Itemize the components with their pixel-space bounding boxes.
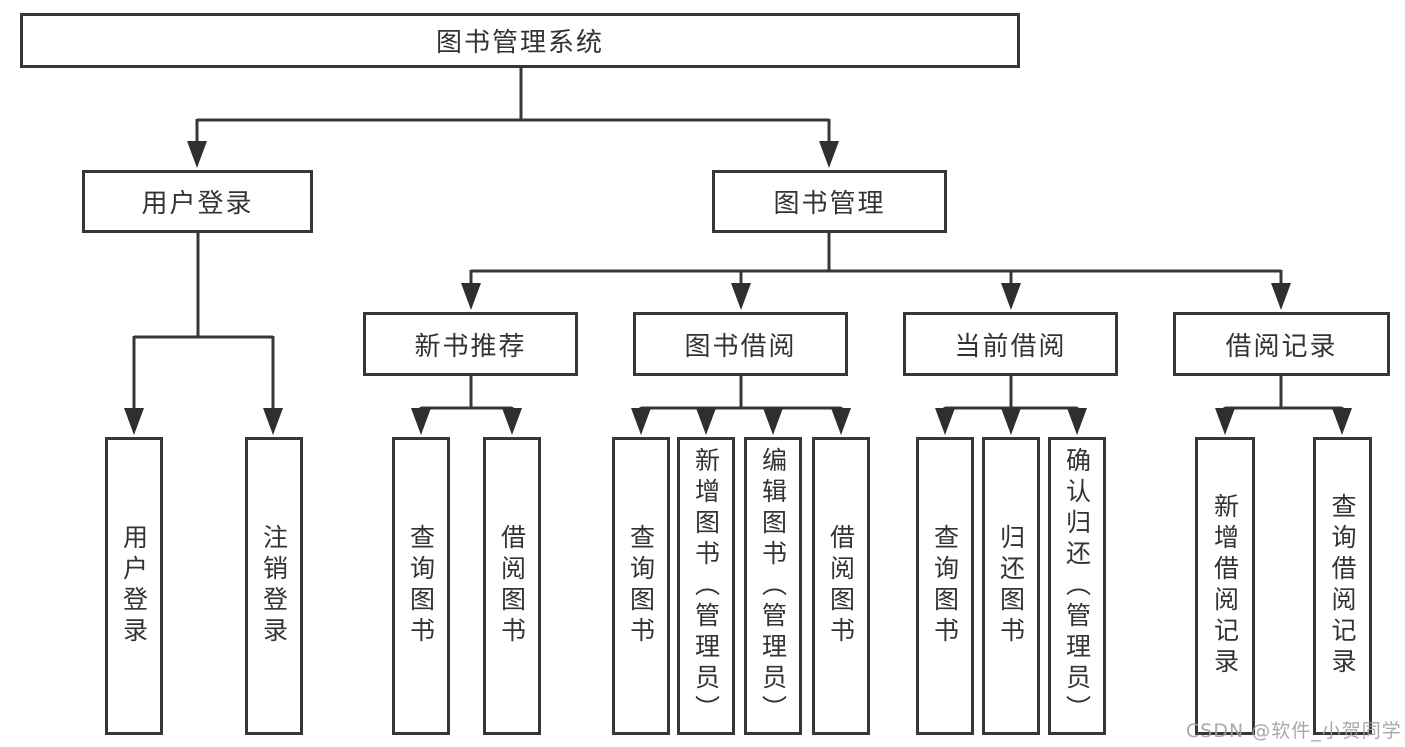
leaf-query-books-recommend: 查询图书 <box>392 437 450 735</box>
leaf-user-login: 用户登录 <box>105 437 163 735</box>
leaf-query-books-current: 查询图书 <box>916 437 974 735</box>
node-new-book-recommend-label: 新书推荐 <box>414 331 527 362</box>
leaf-edit-books-admin: 编辑图书（管理员） <box>744 437 802 735</box>
node-current-borrow: 当前借阅 <box>903 312 1118 376</box>
leaf-return-books: 归还图书 <box>982 437 1040 735</box>
node-book-management: 图书管理 <box>712 170 947 233</box>
node-new-book-recommend: 新书推荐 <box>363 312 578 376</box>
leaf-borrow-books-recommend-label: 借阅图书 <box>497 524 527 648</box>
node-borrow-records: 借阅记录 <box>1173 312 1390 376</box>
leaf-borrow-books: 借阅图书 <box>812 437 870 735</box>
leaf-add-borrow-record-label: 新增借阅记录 <box>1210 493 1240 679</box>
leaf-query-books-recommend-label: 查询图书 <box>406 524 436 648</box>
leaf-add-books-admin-label: 新增图书（管理员） <box>691 446 721 726</box>
node-book-management-label: 图书管理 <box>773 189 886 219</box>
leaf-confirm-return-admin: 确认归还（管理员） <box>1048 437 1106 735</box>
node-current-borrow-label: 当前借阅 <box>954 331 1067 362</box>
leaf-confirm-return-admin-label: 确认归还（管理员） <box>1062 446 1092 726</box>
leaf-borrow-books-label: 借阅图书 <box>826 524 856 648</box>
leaf-add-borrow-record: 新增借阅记录 <box>1195 437 1255 735</box>
leaf-logout: 注销登录 <box>245 437 303 735</box>
node-user-login: 用户登录 <box>82 170 313 233</box>
leaf-query-books-borrow: 查询图书 <box>612 437 670 735</box>
node-root-label: 图书管理系统 <box>435 28 604 58</box>
leaf-user-login-label: 用户登录 <box>119 524 149 648</box>
node-book-borrow: 图书借阅 <box>633 312 848 376</box>
leaf-add-books-admin: 新增图书（管理员） <box>677 437 735 735</box>
leaf-edit-books-admin-label: 编辑图书（管理员） <box>758 446 788 726</box>
node-user-login-label: 用户登录 <box>141 189 254 219</box>
node-borrow-records-label: 借阅记录 <box>1225 331 1338 362</box>
csdn-watermark: CSDN @软件_小贺同学 <box>1186 720 1402 742</box>
leaf-return-books-label: 归还图书 <box>996 524 1026 648</box>
leaf-query-borrow-record-label: 查询借阅记录 <box>1328 493 1357 679</box>
leaf-logout-label: 注销登录 <box>259 524 289 648</box>
leaf-query-books-current-label: 查询图书 <box>930 524 960 648</box>
arrowheads <box>124 141 1352 435</box>
node-book-borrow-label: 图书借阅 <box>684 331 797 362</box>
leaf-query-books-borrow-label: 查询图书 <box>626 524 656 648</box>
leaf-borrow-books-recommend: 借阅图书 <box>483 437 541 735</box>
leaf-query-borrow-record: 查询借阅记录 <box>1313 437 1372 735</box>
node-root-system: 图书管理系统 <box>20 13 1020 68</box>
